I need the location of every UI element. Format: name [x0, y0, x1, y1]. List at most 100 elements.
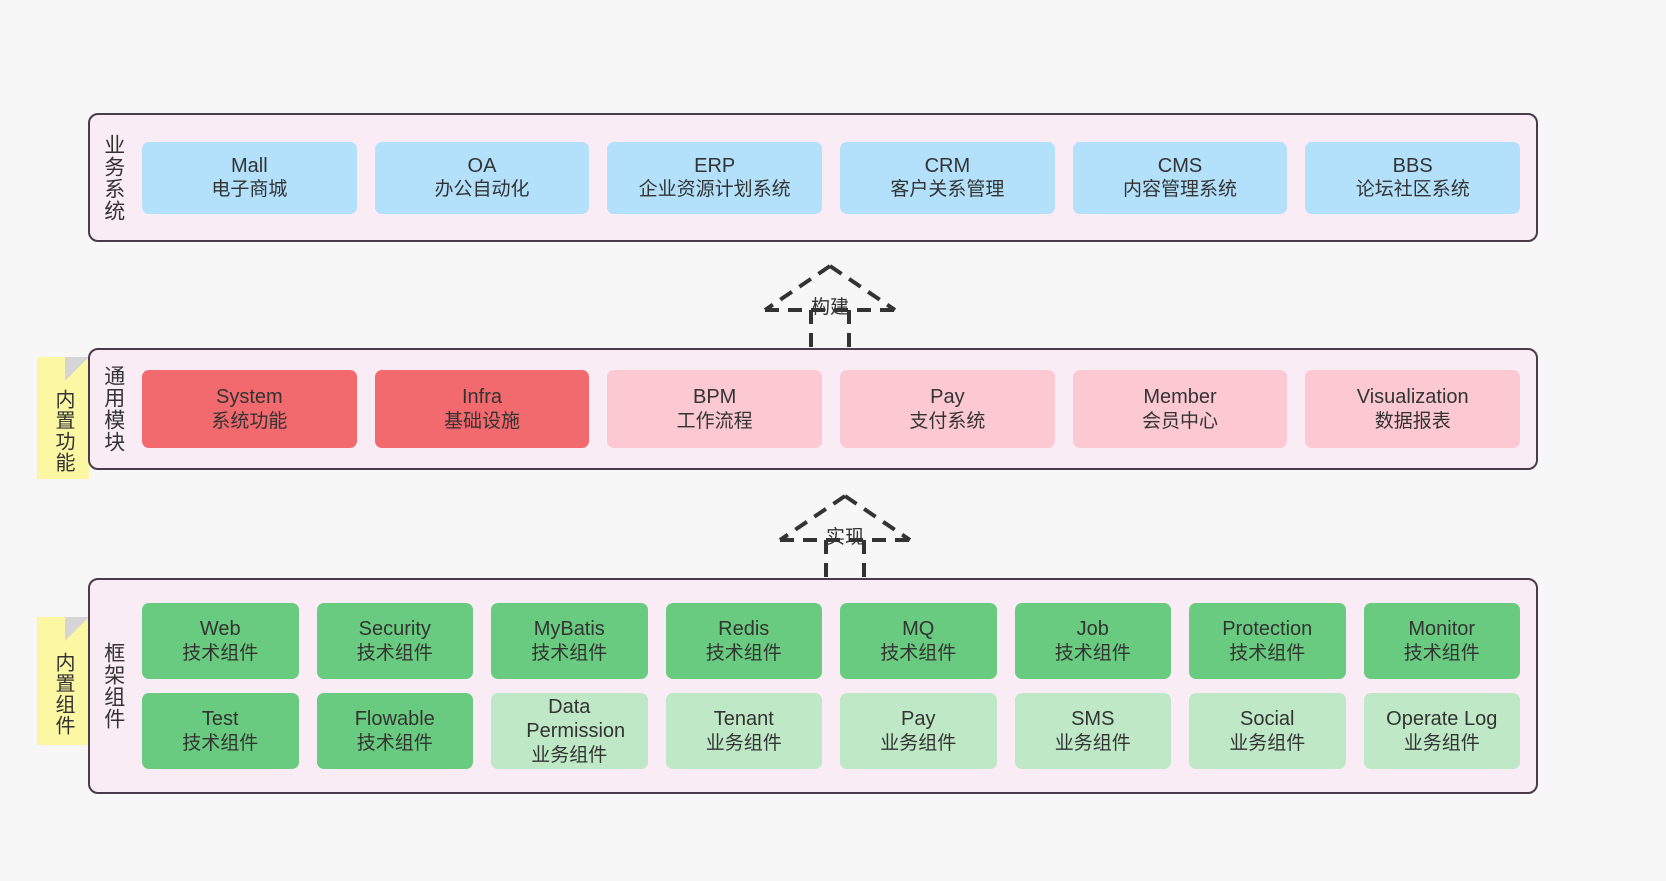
node-test-en: Test	[201, 708, 239, 731]
node-bbs-cn: 论坛社区系统	[1355, 179, 1470, 201]
layer-title-framework-components: 框架组件	[101, 642, 125, 730]
layer-title-business-systems: 业务系统	[101, 133, 125, 222]
node-monitor-en: Monitor	[1408, 618, 1476, 641]
layer-business-systems: 业务系统 Mall 电子商城 OA 办公自动化 ERP 企业资源计划系统 CRM…	[88, 113, 1538, 242]
node-protection-cn: 技术组件	[1229, 642, 1306, 664]
node-system[interactable]: System 系统功能	[142, 370, 357, 448]
node-test[interactable]: Test 技术组件	[142, 693, 299, 769]
node-security[interactable]: Security 技术组件	[316, 603, 473, 679]
layer-framework-components: 框架组件 Web 技术组件 Security 技术组件 MyBatis 技术组件…	[88, 578, 1538, 794]
node-bpm-en: BPM	[693, 386, 737, 409]
node-redis-en: Redis	[718, 618, 770, 641]
node-crm[interactable]: CRM 客户关系管理	[840, 141, 1055, 214]
node-infra[interactable]: Infra 基础设施	[374, 370, 590, 448]
node-job-en: Job	[1076, 618, 1109, 641]
node-tenant-cn: 业务组件	[705, 732, 782, 754]
sticky-note-builtin-features-label: 内置功能	[52, 389, 74, 473]
node-flowable[interactable]: Flowable 技术组件	[316, 693, 473, 769]
node-erp-en: ERP	[694, 154, 736, 177]
node-pay-component-en: Pay	[901, 708, 936, 731]
node-flowable-en: Flowable	[354, 708, 435, 731]
node-erp-cn: 企业资源计划系统	[638, 179, 791, 201]
node-pay-module-en: Pay	[930, 386, 965, 409]
connector-build-label: 构建	[810, 297, 849, 318]
node-mall-cn: 电子商城	[211, 179, 288, 201]
node-bbs[interactable]: BBS 论坛社区系统	[1305, 141, 1521, 214]
node-erp[interactable]: ERP 企业资源计划系统	[607, 141, 823, 214]
node-operate-log-cn: 业务组件	[1403, 732, 1480, 754]
node-mall[interactable]: Mall 电子商城	[142, 141, 357, 214]
node-web-en: Web	[199, 618, 241, 641]
node-test-cn: 技术组件	[182, 732, 259, 754]
layer-body-common-modules: System 系统功能 Infra 基础设施 BPM 工作流程 Pay 支付系统…	[136, 350, 1536, 468]
node-system-cn: 系统功能	[211, 410, 288, 432]
node-mybatis-cn: 技术组件	[531, 642, 608, 664]
node-crm-en: CRM	[924, 154, 971, 177]
node-job[interactable]: Job 技术组件	[1014, 603, 1171, 679]
node-cms-en: CMS	[1157, 154, 1203, 177]
node-member-en: Member	[1143, 386, 1217, 409]
node-web-cn: 技术组件	[182, 642, 259, 664]
node-monitor-cn: 技术组件	[1403, 642, 1480, 664]
sticky-note-builtin-components: 内置组件	[37, 617, 89, 745]
node-mq-cn: 技术组件	[880, 642, 957, 664]
node-oa-en: OA	[467, 154, 497, 177]
node-mybatis-en: MyBatis	[533, 618, 605, 641]
node-job-cn: 技术组件	[1054, 642, 1131, 664]
node-sms-en: SMS	[1071, 708, 1115, 731]
node-bbs-en: BBS	[1392, 154, 1433, 177]
node-operate-log[interactable]: Operate Log 业务组件	[1363, 693, 1520, 769]
node-monitor[interactable]: Monitor 技术组件	[1363, 603, 1520, 679]
node-bpm-cn: 工作流程	[676, 410, 753, 432]
node-security-cn: 技术组件	[356, 642, 433, 664]
node-oa[interactable]: OA 办公自动化	[374, 141, 590, 214]
node-data-permission-cn: 业务组件	[531, 744, 608, 766]
node-mq-en: MQ	[902, 618, 935, 641]
node-crm-cn: 客户关系管理	[890, 179, 1005, 201]
node-mall-en: Mall	[231, 154, 268, 177]
layer-body-framework-components: Web 技术组件 Security 技术组件 MyBatis 技术组件 Redi…	[136, 580, 1536, 792]
node-system-en: System	[215, 386, 283, 409]
layer-common-modules: 通用模块 System 系统功能 Infra 基础设施 BPM 工作流程 Pay…	[88, 348, 1538, 470]
node-infra-cn: 基础设施	[444, 410, 521, 432]
business-systems-row: Mall 电子商城 OA 办公自动化 ERP 企业资源计划系统 CRM 客户关系…	[142, 141, 1521, 214]
node-social-cn: 业务组件	[1229, 732, 1306, 754]
layer-title-common-modules: 通用模块	[101, 365, 125, 453]
node-pay-component-cn: 业务组件	[880, 732, 957, 754]
sticky-note-builtin-components-label: 内置组件	[52, 652, 74, 736]
node-web[interactable]: Web 技术组件	[142, 603, 299, 679]
node-bpm[interactable]: BPM 工作流程	[607, 370, 823, 448]
node-security-en: Security	[358, 618, 431, 641]
node-visualization-en: Visualization	[1356, 386, 1469, 409]
node-social-en: Social	[1240, 708, 1295, 731]
node-mq[interactable]: MQ 技术组件	[840, 603, 997, 679]
node-tenant[interactable]: Tenant 业务组件	[665, 693, 822, 769]
node-member-cn: 会员中心	[1142, 410, 1219, 432]
node-oa-cn: 办公自动化	[434, 179, 530, 201]
node-pay-module[interactable]: Pay 支付系统	[840, 370, 1055, 448]
node-protection[interactable]: Protection 技术组件	[1189, 603, 1346, 679]
node-tenant-en: Tenant	[713, 708, 774, 731]
node-pay-module-cn: 支付系统	[909, 410, 986, 432]
node-redis[interactable]: Redis 技术组件	[665, 603, 822, 679]
node-cms[interactable]: CMS 内容管理系统	[1072, 141, 1288, 214]
node-infra-en: Infra	[461, 386, 503, 409]
node-visualization-cn: 数据报表	[1374, 410, 1451, 432]
connector-implement-label: 实现	[825, 527, 864, 548]
connector-build: 构建	[735, 258, 925, 358]
node-sms[interactable]: SMS 业务组件	[1014, 693, 1171, 769]
sticky-note-builtin-features: 内置功能	[37, 357, 89, 479]
node-visualization[interactable]: Visualization 数据报表	[1305, 370, 1521, 448]
node-cms-cn: 内容管理系统	[1123, 179, 1238, 201]
node-member[interactable]: Member 会员中心	[1072, 370, 1288, 448]
framework-components-row-tech: Web 技术组件 Security 技术组件 MyBatis 技术组件 Redi…	[142, 603, 1520, 679]
node-redis-cn: 技术组件	[705, 642, 782, 664]
node-data-permission-en: Data Permission	[526, 696, 626, 743]
node-data-permission[interactable]: Data Permission 业务组件	[491, 693, 648, 769]
node-pay-component[interactable]: Pay 业务组件	[840, 693, 997, 769]
node-mybatis[interactable]: MyBatis 技术组件	[491, 603, 648, 679]
layer-body-business-systems: Mall 电子商城 OA 办公自动化 ERP 企业资源计划系统 CRM 客户关系…	[136, 115, 1536, 240]
node-operate-log-en: Operate Log	[1386, 708, 1498, 731]
node-sms-cn: 业务组件	[1054, 732, 1131, 754]
node-social[interactable]: Social 业务组件	[1189, 693, 1346, 769]
